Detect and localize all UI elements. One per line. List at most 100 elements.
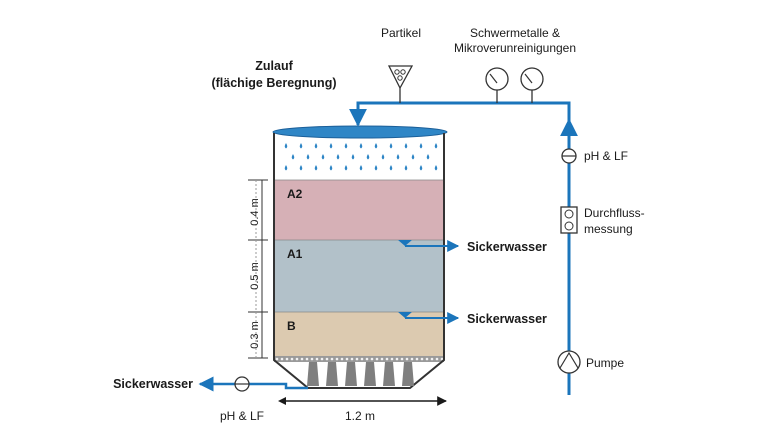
layer-a1: [274, 240, 444, 312]
gravel-dot: [290, 357, 294, 361]
outlet-funnel: [383, 362, 395, 386]
label-ph-lf-right: pH & LF: [584, 149, 628, 163]
rain-drop: [284, 165, 288, 171]
rain-drop: [351, 154, 355, 160]
rain-drop: [299, 143, 303, 149]
outlet-funnel: [345, 362, 357, 386]
outlet-funnel: [307, 362, 319, 386]
gravel-dot: [420, 357, 424, 361]
gravel-dot: [440, 357, 444, 361]
rain-drop: [329, 165, 333, 171]
label-outflow-bottom: Sickerwasser: [113, 377, 193, 391]
label-outflow-a1: Sickerwasser: [467, 240, 547, 254]
label-outflow-b: Sickerwasser: [467, 312, 547, 326]
outflow-a1: [398, 240, 460, 252]
rain-drop: [404, 143, 408, 149]
rain-drop: [374, 143, 378, 149]
thickness-a1: 0.5 m: [249, 262, 261, 290]
label-metals-2: Mikroverunreinigungen: [454, 41, 576, 55]
gravel-dot: [400, 357, 404, 361]
rain-drop: [284, 143, 288, 149]
gravel-dot: [305, 357, 309, 361]
gravel-dot: [380, 357, 384, 361]
gravel-dot: [435, 357, 439, 361]
gravel-dot: [280, 357, 284, 361]
gravel-dot: [340, 357, 344, 361]
outlet-funnels: [307, 362, 414, 386]
column-frame: [273, 133, 445, 389]
gravel-dot: [310, 357, 314, 361]
ph-lf-sensor-icon: [561, 148, 577, 164]
rain-drop: [359, 165, 363, 171]
gravel-dot: [325, 357, 329, 361]
rain-drop: [306, 154, 310, 160]
rain-drop: [291, 154, 295, 160]
water-surface: [272, 125, 448, 139]
gravel-dot: [385, 357, 389, 361]
gravel-dot: [390, 357, 394, 361]
rain-drop: [396, 154, 400, 160]
rain-drop: [344, 143, 348, 149]
gravel-dot: [345, 357, 349, 361]
rain-drop: [389, 165, 393, 171]
gravel-dot: [430, 357, 434, 361]
gravel-dot: [415, 357, 419, 361]
rain-drop: [374, 165, 378, 171]
rain-drop: [336, 154, 340, 160]
label-particles: Partikel: [381, 26, 421, 40]
gravel-dot: [295, 357, 299, 361]
layer-b: [274, 312, 444, 356]
width-label: 1.2 m: [345, 409, 375, 423]
outflow-b: [398, 312, 460, 324]
inflow-subtitle: (flächige Beregnung): [211, 76, 336, 90]
gravel-dot: [320, 357, 324, 361]
outlet-funnel: [364, 362, 376, 386]
rain-drop: [299, 165, 303, 171]
rain-drop: [314, 165, 318, 171]
rain-drop: [381, 154, 385, 160]
outlet-funnel: [326, 362, 338, 386]
rain-drop: [344, 165, 348, 171]
gravel-dot: [335, 357, 339, 361]
rain-drop: [434, 165, 438, 171]
gravel-dot: [375, 357, 379, 361]
gravel-dot: [300, 357, 304, 361]
rain-drop: [404, 165, 408, 171]
gravel-dot: [275, 357, 279, 361]
gravel-dot: [395, 357, 399, 361]
thickness-a2: 0.4 m: [249, 198, 261, 226]
rain-drop: [434, 143, 438, 149]
layer-label-a2: A2: [287, 187, 303, 201]
label-metals-1: Schwermetalle &: [470, 26, 560, 40]
particle-sensor-icon: [387, 65, 414, 103]
label-flow-2: messung: [584, 222, 633, 236]
label-pump: Pumpe: [586, 356, 624, 370]
label-flow-1: Durchfluss-: [584, 206, 645, 220]
label-ph-lf-bottom: pH & LF: [220, 409, 264, 423]
thickness-b: 0.3 m: [249, 321, 261, 349]
gravel-dot: [360, 357, 364, 361]
rain-drop: [419, 143, 423, 149]
gravel-dot: [425, 357, 429, 361]
rain-drop: [426, 154, 430, 160]
gravel-dot: [315, 357, 319, 361]
gravel-dot: [365, 357, 369, 361]
rain-drop: [419, 165, 423, 171]
rain-drops: [284, 143, 438, 171]
depth-scale: [248, 179, 268, 359]
gravel-dot: [405, 357, 409, 361]
gravel-dot: [330, 357, 334, 361]
layer-label-a1: A1: [287, 247, 303, 261]
rain-drop: [329, 143, 333, 149]
drainage-layer: [274, 356, 444, 362]
gravel-dot: [410, 357, 414, 361]
pump-icon: [557, 350, 581, 374]
outlet-funnel: [402, 362, 414, 386]
gravel-dot: [370, 357, 374, 361]
outlet-pipe: [198, 376, 308, 392]
bottom-ph-lf-sensor-icon: [234, 376, 250, 392]
gravel-dot: [355, 357, 359, 361]
micropollutant-sensor-icon: [520, 67, 544, 103]
gravel-dot: [285, 357, 289, 361]
